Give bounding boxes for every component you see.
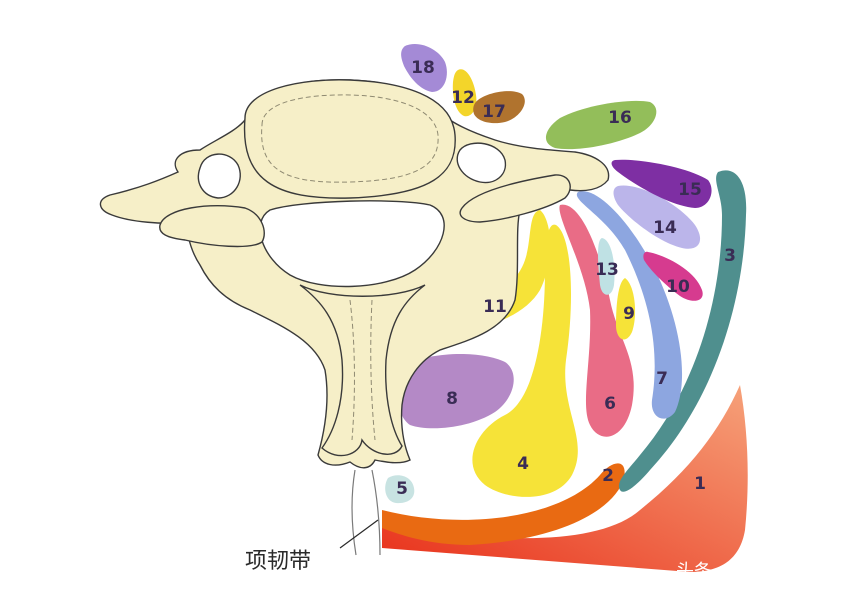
label-8: 8 — [446, 389, 458, 409]
label-1: 1 — [694, 474, 706, 494]
muscle-18-longus-colli — [401, 43, 447, 92]
ligament-pointer-line — [339, 519, 379, 549]
label-7: 7 — [656, 369, 668, 389]
label-14: 14 — [653, 218, 677, 238]
vertebra — [99, 79, 610, 469]
muscle-4-splenius — [472, 224, 578, 497]
label-2: 2 — [602, 466, 614, 486]
muscle-17-longus-capitis — [473, 91, 525, 124]
articular-process-right — [459, 174, 571, 223]
nuchal-ligament — [351, 469, 381, 556]
muscle-10-iliocostalis — [643, 251, 703, 301]
articular-process-left — [159, 205, 265, 248]
muscle-12-scalene-ant — [452, 69, 477, 117]
muscle-2-rhomboid — [382, 463, 625, 545]
muscle-11-longissimus — [426, 210, 551, 332]
label-9: 9 — [623, 304, 635, 324]
label-18: 18 — [411, 58, 435, 78]
muscle-13-rotatores — [598, 238, 615, 295]
label-13: 13 — [595, 260, 619, 280]
muscle-6-semispinalis-capitis — [559, 204, 634, 437]
label-17: 17 — [482, 102, 506, 122]
label-6: 6 — [604, 394, 616, 414]
label-11: 11 — [483, 297, 507, 317]
label-12: 12 — [451, 88, 475, 108]
transverse-foramen-left — [197, 153, 241, 199]
label-10: 10 — [666, 277, 690, 297]
vertebral-foramen — [259, 200, 445, 288]
label-16: 16 — [608, 108, 632, 128]
muscle-9-thumb — [616, 278, 636, 340]
label-15: 15 — [678, 180, 702, 200]
muscle-7-semispinalis-cervicis — [576, 191, 683, 419]
muscle-14-scalene-post — [613, 185, 701, 249]
muscle-8-multifidus — [396, 354, 514, 429]
transverse-foramen-right — [456, 142, 507, 184]
muscle-3-levator — [618, 170, 747, 492]
vertebral-body — [243, 79, 456, 199]
label-3: 3 — [724, 246, 736, 266]
watermark: 头条 @郑大解剖学 — [676, 561, 826, 582]
vertebral-body-inner — [261, 94, 439, 183]
caption-nuchal-ligament: 项韧带 — [245, 549, 311, 574]
spinous-process — [299, 284, 426, 457]
muscle-1-trapezius — [382, 385, 748, 572]
muscle-5-interspinous — [385, 475, 415, 504]
spinous-process-inner — [349, 299, 376, 441]
muscle-16-sternocleidomastoid — [545, 100, 657, 150]
label-5: 5 — [396, 479, 408, 499]
muscle-15-scalene-mid — [611, 159, 712, 208]
label-4: 4 — [517, 454, 529, 474]
